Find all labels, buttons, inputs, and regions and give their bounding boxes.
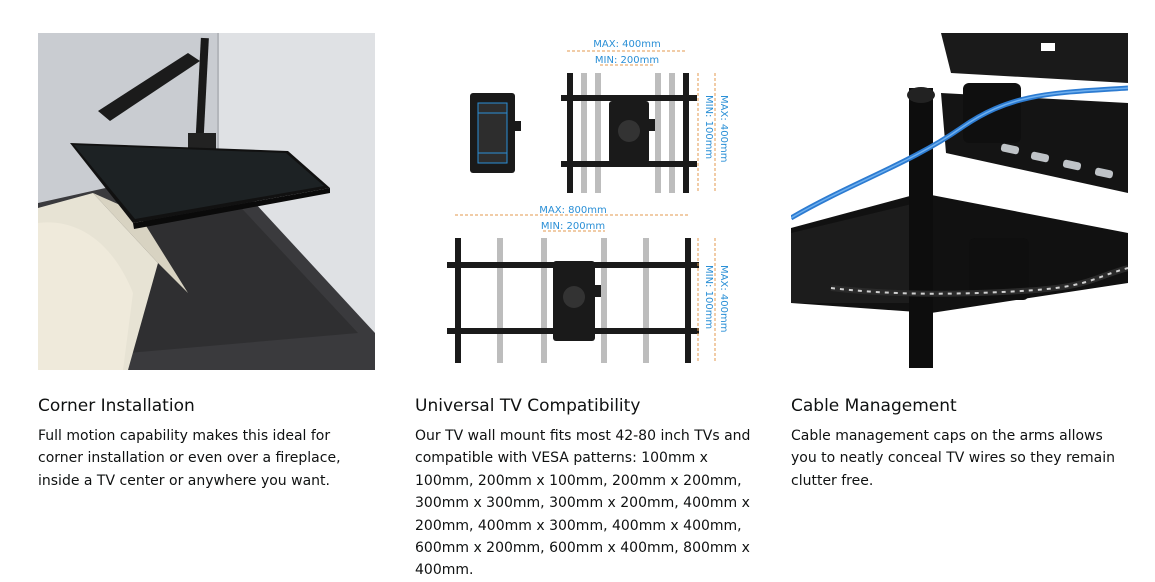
top-side-min-label: MIN: 100mm: [703, 95, 714, 159]
bottom-side-min-label: MIN: 100mm: [703, 265, 714, 329]
feature-description: Full motion capability makes this ideal …: [38, 428, 341, 489]
bottom-max-label: MAX: 800mm: [539, 205, 606, 216]
bottom-side-max-label: MAX: 400mm: [718, 265, 729, 332]
cable-management-closeup-photo: [791, 33, 1128, 370]
feature-description: Our TV wall mount fits most 42-80 inch T…: [415, 428, 751, 579]
top-min-label: MIN: 200mm: [595, 55, 659, 66]
mount-800-diagram: MAX: 800mm MIN: 200mm MIN: 100m: [447, 205, 729, 363]
feature-title: Cable Management: [791, 396, 957, 416]
feature-description: Cable management caps on the arms allows…: [791, 428, 1116, 489]
feature-title: Corner Installation: [38, 396, 195, 416]
vesa-dimension-diagram: MAX: 400mm MIN: 200mm MIN: 100m: [415, 33, 752, 370]
bottom-min-label: MIN: 200mm: [541, 221, 605, 232]
feature-corner-installation: Corner Installation Full motion capabili…: [38, 33, 375, 492]
feature-cable-management: Cable Management Cable management caps o…: [791, 33, 1128, 492]
feature-title: Universal TV Compatibility: [415, 396, 641, 416]
top-side-max-label: MAX: 400mm: [718, 95, 729, 162]
corner-installed-tv-mount-photo: [38, 33, 375, 370]
feature-universal-compatibility: MAX: 400mm MIN: 200mm MIN: 100m: [415, 33, 752, 582]
top-max-label: MAX: 400mm: [593, 39, 660, 50]
folded-mount-icon: [470, 93, 521, 173]
mount-400-diagram: MAX: 400mm MIN: 200mm MIN: 100m: [561, 39, 729, 193]
